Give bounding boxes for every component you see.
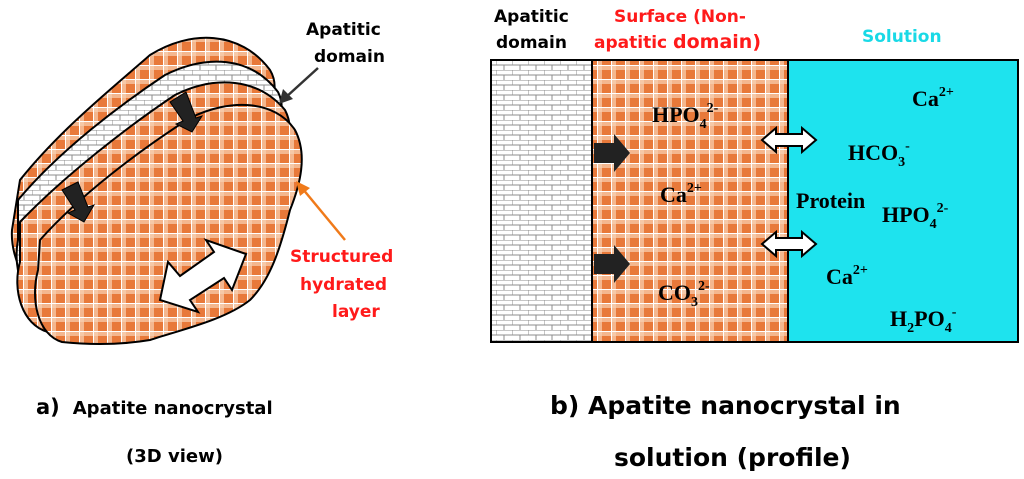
header-surface-1: Surface (Non-	[614, 7, 746, 27]
structured-layer-label-2: hydrated	[300, 275, 387, 295]
structured-layer-label-1: Structured	[290, 247, 393, 267]
ion-solution-hpo4: HPO42-	[882, 201, 949, 232]
apatitic-domain-pointer	[279, 67, 319, 104]
nanocrystal-3d	[10, 36, 303, 346]
dark-arrow-profile-lower	[594, 245, 630, 283]
protein-label: Protein	[796, 188, 865, 213]
structured-layer-pointer	[296, 181, 346, 241]
ion-surface-hpo4: HPO42-	[652, 101, 719, 132]
ion-solution-hco3: HCO3-	[848, 139, 910, 170]
header-apatitic-1: Apatitic	[494, 7, 569, 27]
solution-column	[787, 59, 1019, 343]
caption-a-line1: a) Apatite nanocrystal	[36, 395, 273, 419]
caption-b-line2: solution (profile)	[614, 443, 851, 472]
dark-arrow-lower	[61, 181, 96, 223]
surface-domain-column	[591, 59, 789, 343]
ion-surface-co3: CO32-	[658, 279, 710, 310]
exchange-arrow-3d	[158, 238, 248, 314]
apatitic-domain-label-a: Apatitic	[306, 20, 381, 40]
structured-layer-label-3: layer	[332, 302, 380, 322]
exchange-arrow-upper	[760, 125, 818, 155]
apatitic-domain-label-a-2: domain	[314, 47, 385, 67]
ion-solution-ca-1: Ca2+	[912, 85, 954, 111]
ion-surface-ca: Ca2+	[660, 181, 702, 207]
header-surface-2: apatitic domain)	[594, 31, 761, 53]
exchange-arrow-lower	[760, 229, 818, 259]
ion-solution-h2po4: H2PO4-	[890, 305, 957, 336]
caption-b-line1: b) Apatite nanocrystal in	[550, 391, 901, 420]
ion-solution-ca-2: Ca2+	[826, 263, 868, 289]
apatitic-domain-column	[490, 59, 593, 343]
header-apatitic-2: domain	[496, 33, 567, 53]
caption-a-line2: (3D view)	[126, 446, 223, 467]
dark-arrow-upper	[169, 91, 204, 133]
dark-arrow-profile-upper	[594, 134, 630, 172]
header-solution: Solution	[862, 27, 942, 47]
